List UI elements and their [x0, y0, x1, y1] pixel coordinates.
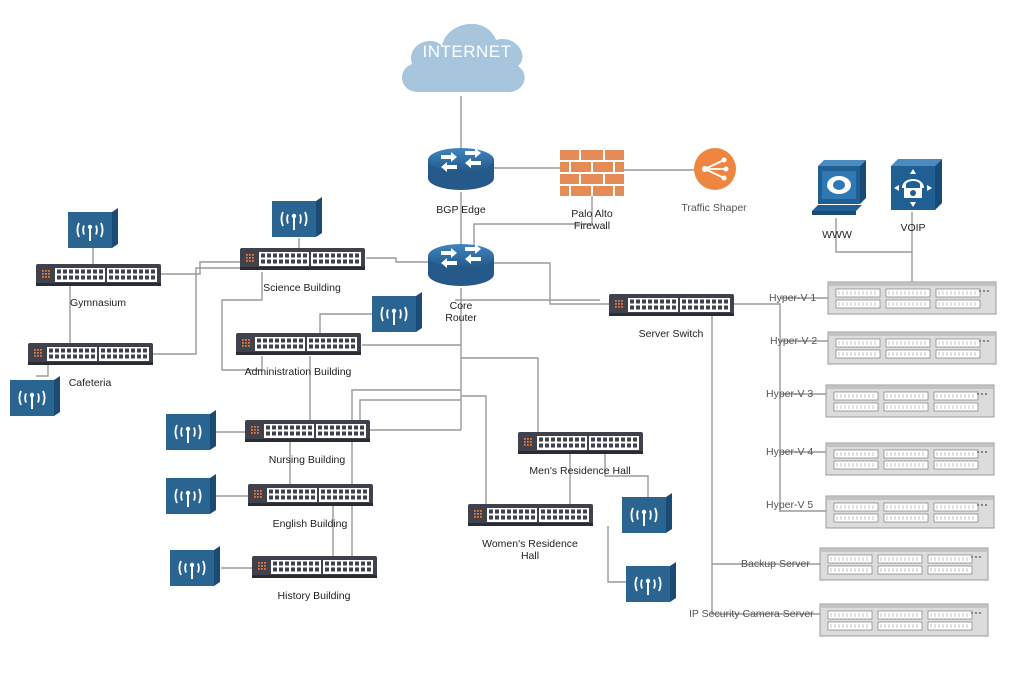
connection-lines: [36, 96, 913, 615]
administration-building-label: Administration Building: [244, 366, 352, 378]
voip-phone-icon: [891, 159, 942, 210]
backup-server-label: Backup Server: [741, 558, 810, 570]
gymnasium-wifi-icon: [68, 208, 118, 248]
voip-label: VOIP: [900, 222, 926, 234]
firewall-icon: [560, 150, 624, 196]
nursing-wifi-icon: [166, 410, 216, 450]
hyper-v-3-rack-icon: [825, 384, 995, 418]
firewall-label: Palo Alto Firewall: [571, 208, 613, 232]
science-building-label: Science Building: [263, 282, 341, 294]
internet-cloud-icon: [401, 23, 525, 93]
traffic-shaper-label: Traffic Shaper: [681, 202, 747, 214]
gymnasium-label: Gymnasium: [69, 297, 127, 309]
cafeteria-switch-icon: [28, 343, 153, 365]
hyper-v-2-label: Hyper-V 2: [770, 335, 818, 347]
server-switch-icon: [609, 294, 734, 316]
history-building-label: History Building: [277, 590, 351, 602]
mens-hall-switch-icon: [518, 432, 643, 454]
ip-camera-server-rack-icon: [819, 603, 989, 637]
core-router-label: Core Router: [445, 300, 477, 324]
bgp-edge-label: BGP Edge: [436, 204, 486, 216]
womens-hall-wifi-icon: [626, 562, 676, 602]
www-monitor-icon: [812, 160, 866, 215]
science-wifi-icon: [272, 197, 322, 237]
hyper-v-1-label: Hyper-V 1: [769, 292, 817, 304]
nursing-building-label: Nursing Building: [268, 454, 346, 466]
hyper-v-5-label: Hyper-V 5: [766, 499, 814, 511]
mens-residence-hall-label: Men's Residence Hall: [529, 465, 631, 477]
womens-residence-hall-label: Women's Residence Hall: [482, 538, 578, 562]
history-wifi-icon: [170, 546, 220, 586]
mens-hall-wifi-icon: [622, 493, 672, 533]
hyper-v-4-rack-icon: [825, 442, 995, 476]
core-router-icon: [428, 244, 494, 286]
nursing-switch-icon: [245, 420, 370, 442]
english-switch-icon: [248, 484, 373, 506]
server-switch-label: Server Switch: [638, 328, 704, 340]
administration-wifi-icon: [372, 292, 422, 332]
womens-hall-switch-icon: [468, 504, 593, 526]
www-label: WWW: [822, 229, 852, 241]
cafeteria-wifi-icon: [10, 376, 60, 416]
hyper-v-3-label: Hyper-V 3: [766, 388, 814, 400]
cafeteria-label: Cafeteria: [68, 377, 112, 389]
ip-security-camera-server-label: IP Security Camera Server: [689, 608, 814, 620]
hyper-v-1-rack-icon: [827, 281, 997, 315]
internet-label: INTERNET: [422, 42, 512, 61]
hyper-v-4-label: Hyper-V 4: [766, 446, 814, 458]
gymnasium-switch-icon: [36, 264, 161, 286]
english-wifi-icon: [166, 474, 216, 514]
traffic-shaper-icon: [694, 148, 736, 190]
backup-server-rack-icon: [819, 547, 989, 581]
science-switch-icon: [240, 248, 365, 270]
english-building-label: English Building: [272, 518, 348, 530]
hyper-v-2-rack-icon: [827, 331, 997, 365]
bgp-edge-router-icon: [428, 148, 494, 190]
hyper-v-5-rack-icon: [825, 495, 995, 529]
administration-switch-icon: [236, 333, 361, 355]
history-switch-icon: [252, 556, 377, 578]
